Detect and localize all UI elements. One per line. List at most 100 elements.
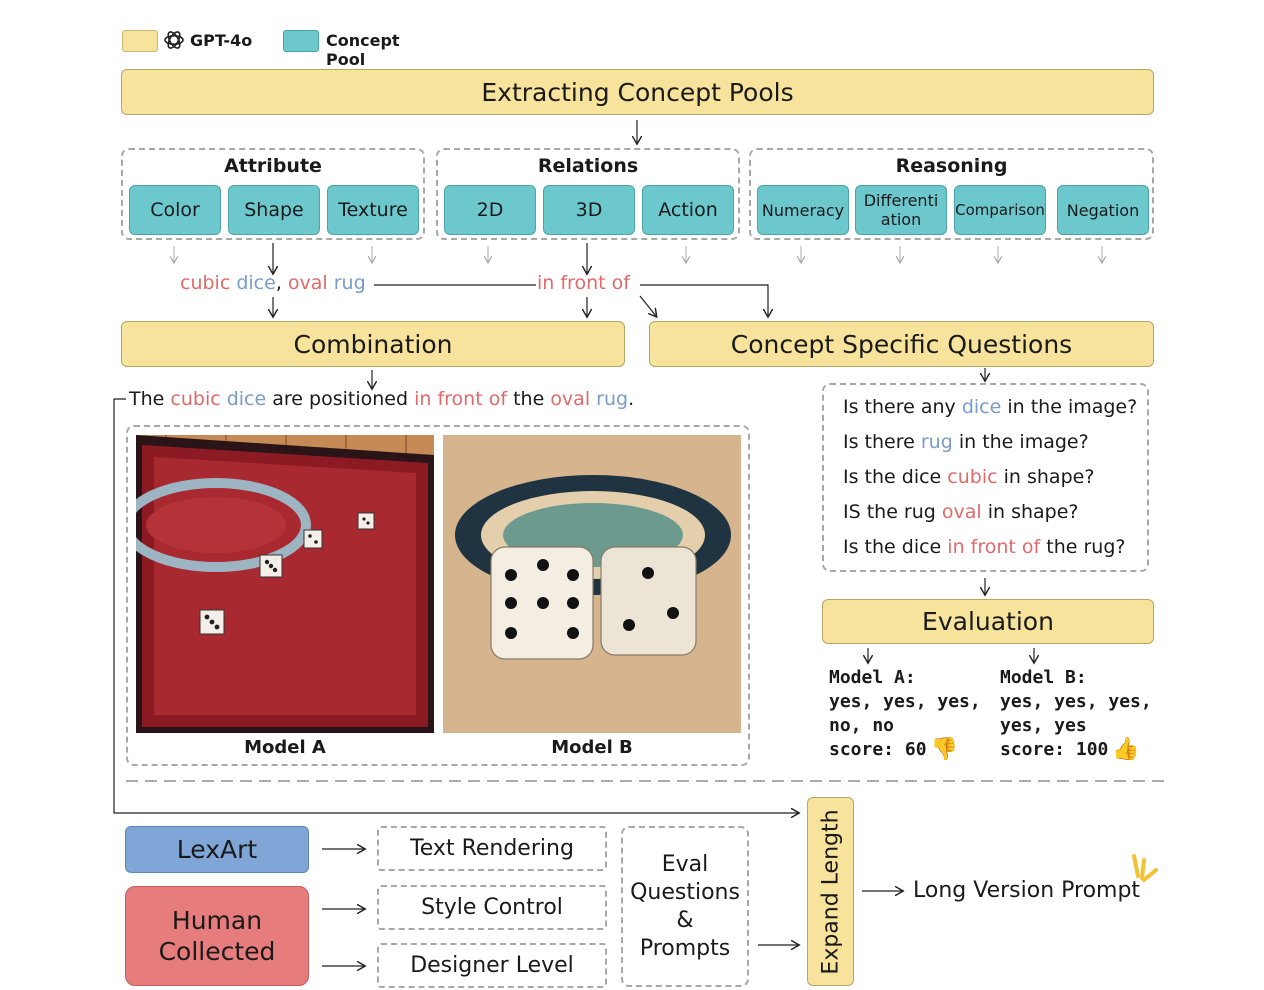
question-text: in shape?	[1003, 466, 1095, 488]
lexart-text: LexArt	[176, 835, 258, 864]
sentence-front: front	[437, 388, 483, 410]
human-collected-text: Human Collected	[158, 906, 276, 966]
question-concept: oval	[941, 501, 982, 523]
attribute-group: Attribute Color Shape Texture	[121, 148, 425, 240]
designer-level-text: Designer Level	[410, 953, 574, 978]
expand-length-box: Expand Length	[807, 797, 854, 986]
concept-word-comma: ,	[275, 272, 282, 294]
human-collected-box: Human Collected	[125, 886, 309, 986]
question-text: in the image?	[1007, 396, 1138, 418]
question-3: Is the dice cubic in shape?	[843, 466, 1094, 488]
style-control-text: Style Control	[421, 895, 563, 920]
sentence-in: in	[414, 388, 432, 410]
long-version-prompt: Long Version Prompt	[913, 878, 1141, 903]
concept-word-dice: dice	[236, 272, 276, 294]
concept-differentiation: Differenti ation	[855, 185, 947, 235]
question-concept: cubic	[947, 466, 998, 488]
relations-group: Relations 2D 3D Action	[436, 148, 740, 240]
legend-pool-swatch	[283, 30, 319, 52]
combination-header: Combination	[121, 321, 625, 367]
text-rendering-box: Text Rendering	[377, 826, 607, 871]
legend-gpt-swatch	[122, 30, 158, 52]
model-a-score: score: 60	[829, 739, 927, 760]
question-text: Is the dice	[843, 536, 942, 558]
reasoning-title: Reasoning	[895, 155, 1008, 177]
question-text: in shape?	[987, 501, 1079, 523]
concept-comparison: Comparison	[954, 185, 1046, 235]
text-rendering-text: Text Rendering	[410, 836, 574, 861]
model-a-title: Model A:	[829, 667, 916, 688]
concept-word-oval: oval	[287, 272, 328, 294]
reasoning-group: Reasoning Numeracy Differenti ation Comp…	[749, 148, 1154, 240]
designer-level-box: Designer Level	[377, 943, 607, 988]
sentence-part: are positioned	[272, 388, 409, 410]
concept-action: Action	[642, 185, 734, 235]
sentence-cubic: cubic	[170, 388, 221, 410]
thumbs-up-icon: 👍	[1112, 737, 1140, 762]
thumbs-down-icon: 👎	[930, 737, 958, 762]
question-concept: dice	[961, 396, 1002, 418]
concept-negation: Negation	[1057, 185, 1149, 235]
eval-questions-prompts-text: Eval Questions & Prompts	[630, 851, 740, 961]
question-5: Is the dice in front of the rug?	[843, 536, 1126, 558]
question-text: the rug?	[1046, 536, 1126, 558]
model-b-image	[443, 435, 741, 733]
model-b-label: Model B	[551, 737, 633, 758]
evaluation-header: Evaluation	[822, 599, 1154, 644]
csq-text: Concept Specific Questions	[730, 329, 1073, 359]
model-a-label: Model A	[244, 737, 326, 758]
concept-texture: Texture	[327, 185, 419, 235]
concept-word-in-front-of: in front of	[537, 272, 630, 294]
question-text: Is there any	[843, 396, 956, 418]
model-b-answers-2: yes, yes	[1000, 715, 1087, 736]
sentence-period: .	[628, 388, 635, 410]
eval-questions-prompts-box: Eval Questions & Prompts	[621, 826, 749, 987]
sentence-dice: dice	[226, 388, 267, 410]
sentence-part: the	[513, 388, 545, 410]
model-a-result: Model A: yes, yes, yes, no, no score: 60…	[829, 666, 989, 762]
extracting-concept-pools-header: Extracting Concept Pools	[121, 69, 1154, 115]
relations-title: Relations	[537, 155, 639, 177]
question-text: Is the dice	[843, 466, 942, 488]
model-a-image	[136, 435, 434, 733]
concept-color: Color	[129, 185, 221, 235]
header-text: Extracting Concept Pools	[481, 77, 794, 107]
lexart-box: LexArt	[125, 826, 309, 873]
question-text: in the image?	[958, 431, 1089, 453]
question-1: Is there any dice in the image?	[843, 396, 1137, 418]
evaluation-text: Evaluation	[922, 607, 1054, 636]
sentence-rug: rug	[596, 388, 629, 410]
model-a-answers-2: no, no	[829, 715, 895, 736]
question-concept: in front of	[947, 536, 1041, 558]
model-b-title: Model B:	[1000, 667, 1087, 688]
sparkle-icon	[1128, 852, 1164, 890]
question-2: Is there rug in the image?	[843, 431, 1089, 453]
combined-prompt-sentence: The cubic dice are positioned in front o…	[129, 388, 634, 410]
question-4: IS the rug oval in shape?	[843, 501, 1079, 523]
concept-specific-questions-header: Concept Specific Questions	[649, 321, 1154, 367]
attribute-title: Attribute	[224, 155, 322, 177]
concept-3d: 3D	[543, 185, 635, 235]
question-concept: rug	[920, 431, 953, 453]
concept-2d: 2D	[444, 185, 536, 235]
legend-pool-label: Concept Pool	[326, 31, 400, 69]
concept-word-rug: rug	[333, 272, 366, 294]
concept-shape: Shape	[228, 185, 320, 235]
model-a-answers-1: yes, yes, yes,	[829, 691, 981, 712]
questions-box: Is there any dice in the image? Is there…	[822, 383, 1149, 572]
model-b-answers-1: yes, yes, yes,	[1000, 691, 1152, 712]
legend-gpt-label: GPT-4o	[190, 31, 253, 50]
question-text: Is there	[843, 431, 915, 453]
sentence-part: The	[129, 388, 165, 410]
generated-images-panel: Model A Model B	[126, 425, 750, 766]
expand-length-text: Expand Length	[818, 808, 843, 975]
question-text: IS the rug	[843, 501, 936, 523]
model-b-score: score: 100	[1000, 739, 1109, 760]
model-b-result: Model B: yes, yes, yes, yes, yes score: …	[1000, 666, 1160, 762]
openai-icon	[162, 28, 186, 56]
concept-numeracy: Numeracy	[757, 185, 849, 235]
sentence-oval: oval	[550, 388, 591, 410]
legend: GPT-4o Concept Pool	[120, 28, 440, 69]
combination-text: Combination	[293, 329, 453, 359]
